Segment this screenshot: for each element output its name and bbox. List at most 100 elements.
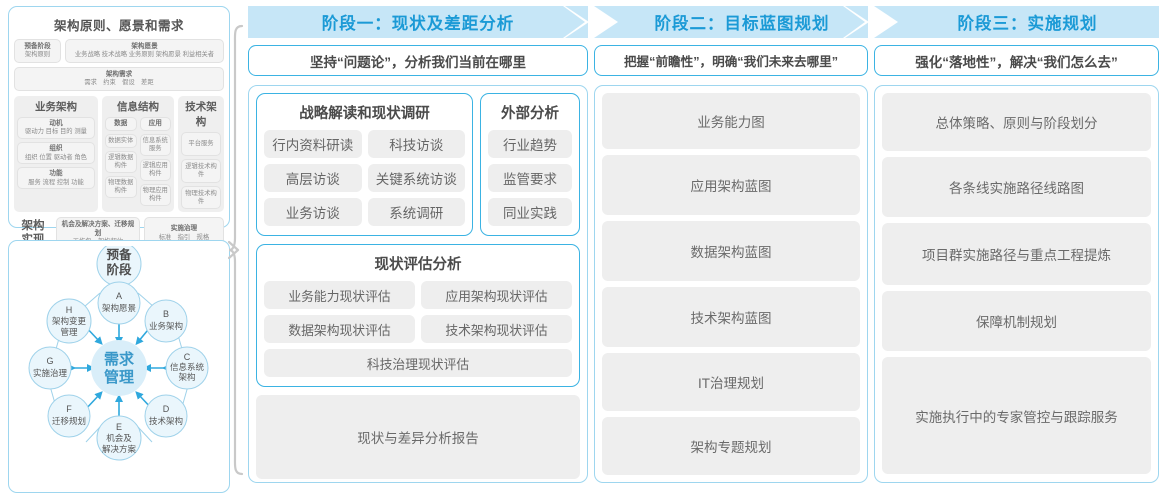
- requirements-title: 架构需求: [105, 71, 133, 79]
- phase-1-banner: 阶段一：现状及差距分析: [248, 6, 589, 38]
- chip[interactable]: 科技治理现状评估: [264, 349, 572, 377]
- list-item[interactable]: 各条线实施路径线路图: [882, 157, 1151, 217]
- adm-center-line1: 需求: [104, 350, 135, 368]
- prep-vision-row: 预备阶段 架构原则 架构愿景 业务战略 技术战略 业务原则 架构愿景 利益相关者: [14, 39, 224, 64]
- svg-text:架构: 架构: [178, 372, 195, 382]
- domain-technology-architecture: 技术架构 平台服务 逻辑技术构件 物理技术构件: [178, 96, 224, 213]
- svg-text:H: H: [66, 305, 73, 315]
- list-item[interactable]: 保障机制规划: [882, 291, 1151, 351]
- prep-box: 预备阶段 架构原则: [14, 39, 61, 64]
- adm-prep-line2: 阶段: [106, 262, 132, 277]
- svg-text:技术架构: 技术架构: [149, 416, 183, 426]
- chip[interactable]: 行内资料研读: [264, 130, 362, 158]
- togaf-content-framework-panel: 架构原则、愿景和需求 预备阶段 架构原则 架构愿景 业务战略 技术战略 业务原则…: [8, 6, 230, 250]
- domain-information-structure: 信息结构 数据 数据实体 逻辑数据构件 物理数据构件: [102, 96, 174, 213]
- vision-title: 架构愿景: [131, 43, 158, 50]
- phase-column-2: 阶段二：目标蓝图规划 把握“前瞻性”，明确“我们未来去哪里” 业务能力图 应用架…: [594, 6, 869, 483]
- domain-title: 业务架构: [35, 101, 77, 114]
- phase-1-subtitle: 坚持“问题论”，分析我们当前在哪里: [248, 45, 588, 76]
- adm-cycle-diagram: 预备 阶段 需求 管理 A 架构愿景 B 业务架构 C 信息系统 架构: [28, 246, 209, 461]
- domain-item: 动机 驱动力 目标 目的 测量: [17, 117, 95, 140]
- chip[interactable]: 技术架构现状评估: [421, 315, 572, 343]
- domain-row: 业务架构 动机 驱动力 目标 目的 测量 组织 组织 位置 驱动者 角色 功能 …: [14, 96, 224, 213]
- adm-node-key: A: [116, 291, 122, 301]
- requirements-sub: 需求 约束 假设 差距: [84, 79, 154, 87]
- svg-text:业务架构: 业务架构: [149, 321, 183, 331]
- domain-item: 功能 服务 流程 控制 功能: [17, 167, 95, 190]
- vision-sub: 业务战略 技术战略 业务原则 架构愿景 利益相关者: [74, 51, 215, 59]
- phase-3-subtitle: 强化“落地性”，解决“我们怎么去”: [874, 45, 1159, 76]
- svg-text:管理: 管理: [60, 327, 78, 337]
- framework-title: 架构原则、愿景和需求: [53, 19, 184, 33]
- chevron-right-icon: [843, 6, 869, 38]
- svg-text:E: E: [116, 422, 122, 432]
- svg-text:迁移规划: 迁移规划: [52, 416, 86, 426]
- adm-cycle-panel: 预备 阶段 需求 管理 A 架构愿景 B 业务架构 C 信息系统 架构: [8, 240, 230, 493]
- list-item[interactable]: 总体策略、原则与阶段划分: [882, 93, 1151, 151]
- list-item[interactable]: 实施执行中的专家管控与跟踪服务: [882, 357, 1151, 474]
- list-item[interactable]: 项目群实施路径与重点工程提炼: [882, 223, 1151, 285]
- section-strategy-research: 战略解读和现状调研 行内资料研读科技访谈 高层访谈关键系统访谈 业务访谈系统调研: [256, 93, 473, 236]
- phase-2-banner: 阶段二：目标蓝图规划: [594, 6, 869, 38]
- list-item[interactable]: 应用架构蓝图: [602, 155, 860, 215]
- phase-2-subtitle: 把握“前瞻性”，明确“我们未来去哪里”: [594, 45, 868, 76]
- section-title: 外部分析: [501, 106, 559, 122]
- phase-column-3: 阶段三：实施规划 强化“落地性”，解决“我们怎么去” 总体策略、原则与阶段划分 …: [874, 6, 1159, 483]
- architecture-requirements-box: 架构需求 需求 约束 假设 差距: [14, 67, 224, 92]
- section-external-analysis: 外部分析 行业趋势 监管要求 同业实践: [480, 93, 580, 236]
- chip[interactable]: 高层访谈: [264, 164, 362, 192]
- svg-text:架构变更: 架构变更: [52, 316, 87, 326]
- chevron-notch-icon: [594, 6, 618, 38]
- section-title: 战略解读和现状调研: [299, 106, 430, 122]
- svg-text:信息系统: 信息系统: [170, 362, 205, 372]
- phase-3-body: 总体策略、原则与阶段划分 各条线实施路径线路图 项目群实施路径与重点工程提炼 保…: [874, 85, 1159, 483]
- left-column: 架构原则、愿景和需求 预备阶段 架构原则 架构愿景 业务战略 技术战略 业务原则…: [8, 6, 230, 493]
- domain-title: 信息结构: [117, 101, 159, 114]
- svg-text:实施治理: 实施治理: [33, 368, 68, 378]
- adm-prep-line1: 预备: [106, 247, 132, 262]
- phase-column-1: 阶段一：现状及差距分析 坚持“问题论”，分析我们当前在哪里 战略解读和现状调研 …: [248, 6, 589, 483]
- application-group: 应用 信息系统服务 逻辑应用构件 物理应用构件: [139, 117, 171, 206]
- list-item[interactable]: 业务能力图: [602, 93, 860, 149]
- vision-box: 架构愿景 业务战略 技术战略 业务原则 架构愿景 利益相关者: [65, 39, 224, 64]
- list-item[interactable]: 技术架构蓝图: [602, 287, 860, 347]
- svg-text:F: F: [66, 404, 72, 414]
- svg-text:解决方案: 解决方案: [102, 444, 137, 454]
- list-item[interactable]: IT治理规划: [602, 353, 860, 411]
- domain-item: 组织 组织 位置 驱动者 角色: [17, 142, 95, 165]
- prep-sub: 架构原则: [24, 51, 51, 59]
- chip[interactable]: 行业趋势: [488, 130, 572, 158]
- chip[interactable]: 同业实践: [488, 198, 572, 226]
- phase-1-body: 战略解读和现状调研 行内资料研读科技访谈 高层访谈关键系统访谈 业务访谈系统调研…: [248, 85, 588, 483]
- phase-2-banner-label: 阶段二：目标蓝图规划: [654, 15, 830, 33]
- chip[interactable]: 系统调研: [367, 198, 465, 226]
- chip[interactable]: 关键系统访谈: [367, 164, 465, 192]
- chevron-right-icon: [563, 6, 589, 38]
- adm-center-line2: 管理: [104, 368, 134, 386]
- grouping-bracket-icon: [228, 24, 244, 476]
- chip[interactable]: 科技访谈: [367, 130, 465, 158]
- domain-business-architecture: 业务架构 动机 驱动力 目标 目的 测量 组织 组织 位置 驱动者 角色 功能 …: [14, 96, 98, 213]
- list-item[interactable]: 架构专题规划: [602, 417, 860, 475]
- prep-title: 预备阶段: [24, 43, 51, 50]
- phase-1-banner-label: 阶段一：现状及差距分析: [321, 15, 515, 33]
- adm-node-label: 架构愿景: [102, 303, 136, 313]
- chip[interactable]: 数据架构现状评估: [264, 315, 415, 343]
- section-title: 现状评估分析: [374, 257, 462, 273]
- svg-text:B: B: [163, 309, 169, 319]
- data-group: 数据 数据实体 逻辑数据构件 物理数据构件: [105, 117, 137, 205]
- domain-title: 技术架构: [185, 101, 217, 129]
- chip[interactable]: 业务访谈: [264, 198, 362, 226]
- chip[interactable]: 监管要求: [488, 164, 572, 192]
- list-item[interactable]: 数据架构蓝图: [602, 221, 860, 281]
- phase-2-body: 业务能力图 应用架构蓝图 数据架构蓝图 技术架构蓝图 IT治理规划 架构专题规划: [594, 85, 868, 483]
- chip[interactable]: 业务能力现状评估: [264, 281, 415, 309]
- svg-text:机会及: 机会及: [106, 433, 132, 443]
- section-current-state-assessment: 现状评估分析 业务能力现状评估应用架构现状评估 数据架构现状评估技术架构现状评估…: [256, 244, 580, 387]
- phase-3-banner-label: 阶段三：实施规划: [957, 15, 1098, 33]
- svg-text:C: C: [184, 352, 191, 362]
- chip[interactable]: 应用架构现状评估: [421, 281, 572, 309]
- phase-1-report-chip[interactable]: 现状与差异分析报告: [256, 395, 580, 479]
- chevron-notch-icon: [874, 6, 898, 38]
